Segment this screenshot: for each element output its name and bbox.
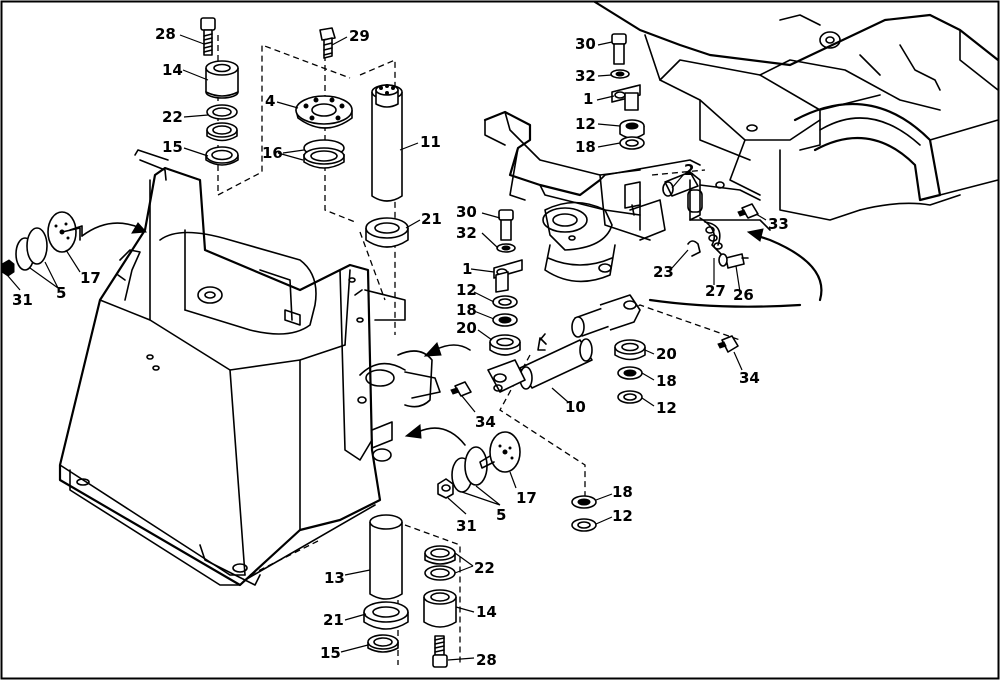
- callout-31-lower: 31: [456, 517, 477, 535]
- steering-cylinder-assembly: [487, 294, 641, 393]
- shaft-13: [369, 514, 403, 600]
- callout-11: 11: [420, 133, 441, 151]
- callout-10: 10: [565, 398, 586, 416]
- flange-plate-4: [295, 95, 353, 129]
- bolt-28-lower: [432, 635, 448, 668]
- arrow-lug-lower: [417, 427, 466, 446]
- leader-lines: [7, 34, 767, 661]
- grease-fitting-34-right: [717, 335, 739, 353]
- callout-12-lower: 12: [612, 507, 633, 525]
- callout-32-middle: 32: [456, 224, 477, 242]
- callout-2: 2: [684, 161, 694, 179]
- rear-chassis: [593, 0, 1000, 231]
- callout-20-right: 20: [656, 345, 677, 363]
- callout-18-right: 18: [656, 372, 677, 390]
- cup-22-lower: [424, 545, 456, 581]
- callout-1-middle: 1: [462, 260, 472, 278]
- callout-29: 29: [349, 27, 370, 45]
- callout-5-left: 5: [56, 284, 66, 302]
- callout-21-lower: 21: [323, 611, 344, 629]
- bushing-14-lower: [423, 589, 457, 628]
- callout-15-upper: 15: [162, 138, 183, 156]
- middle-pin-stack: [489, 209, 523, 356]
- callout-1-upper: 1: [583, 90, 593, 108]
- callout-14-upper: 14: [162, 61, 183, 79]
- callout-15-lower: 15: [320, 644, 341, 662]
- grease-fitting-34-left: [450, 381, 472, 397]
- bearing-21-lower: [363, 601, 409, 630]
- arrow-lug-upper: [434, 344, 471, 351]
- cup-22-upper: [206, 104, 238, 142]
- callout-26: 26: [733, 286, 754, 304]
- callout-20-middle: 20: [456, 319, 477, 337]
- callout-27: 27: [705, 282, 726, 300]
- arrowhead-fitting-33: [746, 228, 764, 242]
- bolt-29: [319, 27, 336, 59]
- callout-30-middle: 30: [456, 203, 477, 221]
- cylinder-end-stack: [614, 339, 646, 404]
- main-frame-tower: [58, 149, 441, 587]
- callout-12-right: 12: [656, 399, 677, 417]
- bolt-26: [718, 253, 749, 269]
- callout-labels: 28 14 22 15 29 4 16 11 21 30 32 1 12 18 …: [12, 25, 789, 669]
- callout-14-lower: 14: [476, 603, 497, 621]
- callout-12-upper: 12: [575, 115, 596, 133]
- callout-18-lower: 18: [612, 483, 633, 501]
- callout-31-left: 31: [12, 291, 33, 309]
- arrowhead-upper-left: [131, 222, 148, 234]
- callout-28-lower: 28: [476, 651, 497, 669]
- callout-22-upper: 22: [162, 108, 183, 126]
- callout-22-lower: 22: [474, 559, 495, 577]
- shaft-11: [371, 84, 403, 202]
- callout-23: 23: [653, 263, 674, 281]
- arrowhead-lug-lower: [404, 424, 422, 439]
- callout-18-upper: 18: [575, 138, 596, 156]
- callout-16: 16: [262, 144, 283, 162]
- ring-15-upper: [205, 146, 239, 166]
- arrowhead-lug-upper: [423, 342, 442, 357]
- arrow-upper-left: [81, 222, 141, 237]
- callout-5-lower: 5: [496, 506, 506, 524]
- lower-right-washers: [571, 495, 597, 532]
- seal-16: [303, 139, 345, 169]
- arrow-fitting-34: [648, 298, 802, 308]
- front-frame-bracket: [483, 110, 723, 283]
- callout-34-left: 34: [475, 413, 496, 431]
- callout-12-middle: 12: [456, 281, 477, 299]
- callout-34-right: 34: [739, 369, 760, 387]
- ring-15-lower: [367, 634, 399, 653]
- callout-21-upper: 21: [421, 210, 442, 228]
- callout-30-upper: 30: [575, 35, 596, 53]
- callout-28-upper: 28: [155, 25, 176, 43]
- bearing-21-upper: [365, 217, 409, 248]
- callout-32-upper: 32: [575, 67, 596, 85]
- callout-17-lower: 17: [516, 489, 537, 507]
- bumper-assembly-left: [1, 211, 83, 277]
- bolt-28-upper: [200, 17, 216, 56]
- callout-17-left: 17: [80, 269, 101, 287]
- grease-fitting-33: [737, 203, 759, 219]
- bumper-assembly-lower: [437, 431, 521, 499]
- callout-4: 4: [265, 92, 275, 110]
- bushing-14-upper: [205, 60, 239, 99]
- upper-right-pin-stack: [610, 33, 645, 150]
- callout-18-middle: 18: [456, 301, 477, 319]
- callout-33: 33: [768, 215, 789, 233]
- arrow-fitting-33: [756, 234, 823, 302]
- callout-13: 13: [324, 569, 345, 587]
